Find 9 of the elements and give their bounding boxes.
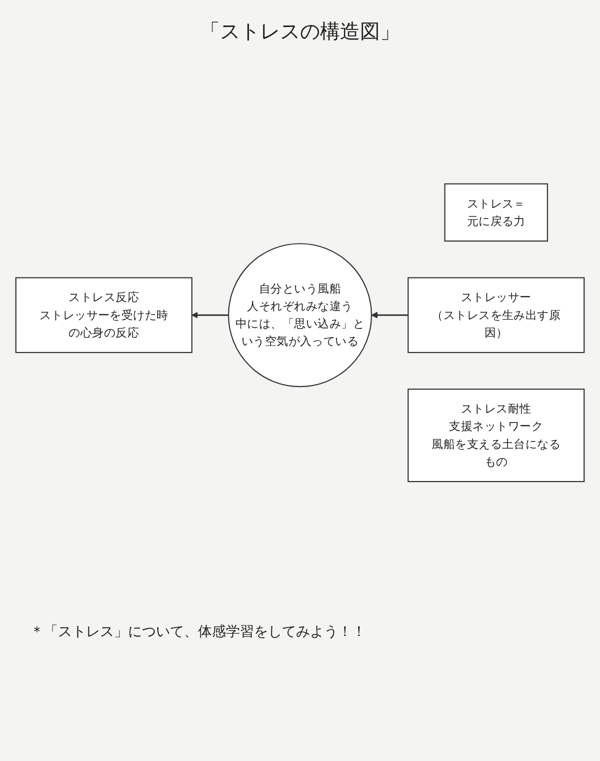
arrow xyxy=(192,312,228,319)
node-box: ストレス耐性 支援ネットワーク 風船を支える土台になるもの xyxy=(408,388,585,482)
arrow xyxy=(371,312,408,319)
node-circle: 自分という風船 人それぞれみな違う 中には、「思い込み」という空気が入っている xyxy=(228,243,372,388)
node-box: ストレス反応 ストレッサーを受けた時の心身の反応 xyxy=(15,277,192,354)
node-box: ストレッサー （ストレスを生み出す原因） xyxy=(408,277,585,354)
diagram-title: 「ストレスの構造図」 xyxy=(199,18,401,45)
note-text: ＊「ストレス」について、体感学習をしてみよう！！ xyxy=(30,623,367,641)
node-box: ストレス＝ 元に戻る力 xyxy=(444,184,548,242)
